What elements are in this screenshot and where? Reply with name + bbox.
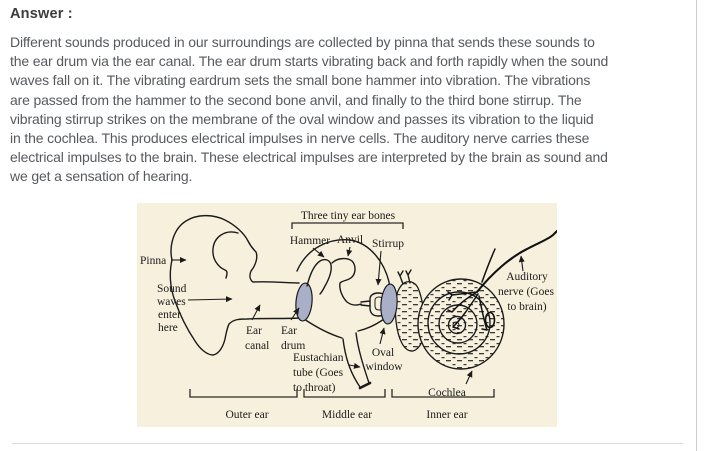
label-stirrup: Stirrup — [372, 238, 404, 250]
middle-ear-right-wall — [357, 318, 385, 332]
ear-bones-bracket — [291, 222, 404, 229]
label-outer-ear: Outer ear — [225, 409, 268, 421]
pinna-drawing — [169, 214, 300, 356]
label-middle-ear: Middle ear — [322, 409, 372, 421]
pinna-outline-top — [170, 214, 300, 284]
answer-heading: Answer : — [10, 6, 73, 22]
ear-diagram-figure: Three tiny ear bones Hammer Anvil Stirru… — [137, 203, 557, 427]
sound-waves-arrow — [187, 296, 233, 303]
answer-paragraph: Different sounds produced in our surroun… — [10, 34, 609, 185]
auditory-nerve-arrow — [518, 255, 525, 272]
nerve-loop — [484, 311, 496, 329]
label-arrows — [171, 246, 525, 385]
hammer-bone — [306, 258, 332, 295]
label-hammer: Hammer — [290, 235, 330, 247]
semicircular-stubs — [397, 269, 412, 285]
cochlea-turn-2 — [427, 291, 491, 355]
label-ear-canal-2: canal — [245, 340, 269, 352]
label-inner-ear: Inner ear — [426, 409, 467, 421]
stirrup-arrow — [375, 250, 382, 286]
cochlea-turn-4 — [447, 315, 467, 335]
label-enter: enter — [158, 309, 181, 321]
label-auditory-2: nerve (Goes — [498, 286, 554, 298]
middle-ear-dome — [296, 239, 391, 288]
pinna-outline-bottom — [169, 259, 300, 356]
eustachian-tube-left-wall — [342, 338, 361, 388]
eustachian-arrow — [348, 362, 361, 369]
nerve-branch-2 — [447, 291, 478, 313]
eardrum-membrane — [295, 282, 313, 322]
label-ear-drum-2: drum — [281, 340, 305, 352]
label-auditory-3: to brain) — [507, 301, 546, 313]
label-auditory-1: Auditory — [506, 271, 548, 283]
label-ear-drum-1: Ear — [281, 325, 297, 337]
nerve-branch-upper — [481, 248, 496, 283]
outer-ear-bracket — [189, 389, 298, 398]
auditory-nerve-drawing — [447, 229, 557, 331]
nerve-trunk — [475, 229, 557, 294]
label-oval-window-1: Oval — [372, 347, 394, 359]
eustachian-tube-opening — [358, 381, 372, 390]
nerve-branch-4 — [478, 295, 488, 331]
anvil-bone — [331, 257, 362, 306]
label-waves: waves — [157, 296, 186, 308]
cochlea-drawing — [394, 269, 505, 370]
ear-canal-arrow — [251, 304, 261, 321]
ear-diagram-svg: Three tiny ear bones Hammer Anvil Stirru… — [140, 210, 557, 421]
label-sound: Sound — [157, 283, 187, 295]
label-eustachian-3: to throat) — [293, 382, 336, 394]
oval-window-arrow — [379, 327, 386, 345]
cochlea-arrow — [465, 370, 473, 385]
label-ear-canal-1: Ear — [246, 325, 262, 337]
middle-ear-bracket — [303, 389, 386, 398]
middle-ear-floor — [303, 318, 343, 339]
section-divider — [12, 443, 683, 444]
nerve-branch-1 — [447, 291, 478, 301]
label-eustachian-1: Eustachian — [293, 352, 344, 364]
label-here: here — [158, 322, 178, 334]
label-pinna: Pinna — [140, 255, 166, 267]
middle-ear-drawing — [295, 239, 398, 390]
stirrup-stem — [360, 300, 371, 307]
hammer-arrow — [312, 247, 325, 258]
nerve-branch-3 — [452, 293, 479, 330]
label-cochlea: Cochlea — [428, 387, 466, 399]
anvil-arrow — [346, 246, 353, 257]
label-anvil: Anvil — [337, 234, 363, 246]
inner-ear-bracket — [391, 389, 495, 398]
label-eustachian-2: tube (Goes — [293, 367, 344, 379]
label-oval-window-2: window — [365, 361, 403, 373]
eustachian-tube-right-wall — [355, 332, 370, 384]
oval-window-membrane — [380, 283, 398, 325]
content-right-border — [696, 0, 697, 451]
pinna-helix — [212, 231, 239, 279]
ear-drum-arrow — [290, 307, 300, 321]
label-three-tiny-ear-bones: Three tiny ear bones — [301, 210, 396, 222]
